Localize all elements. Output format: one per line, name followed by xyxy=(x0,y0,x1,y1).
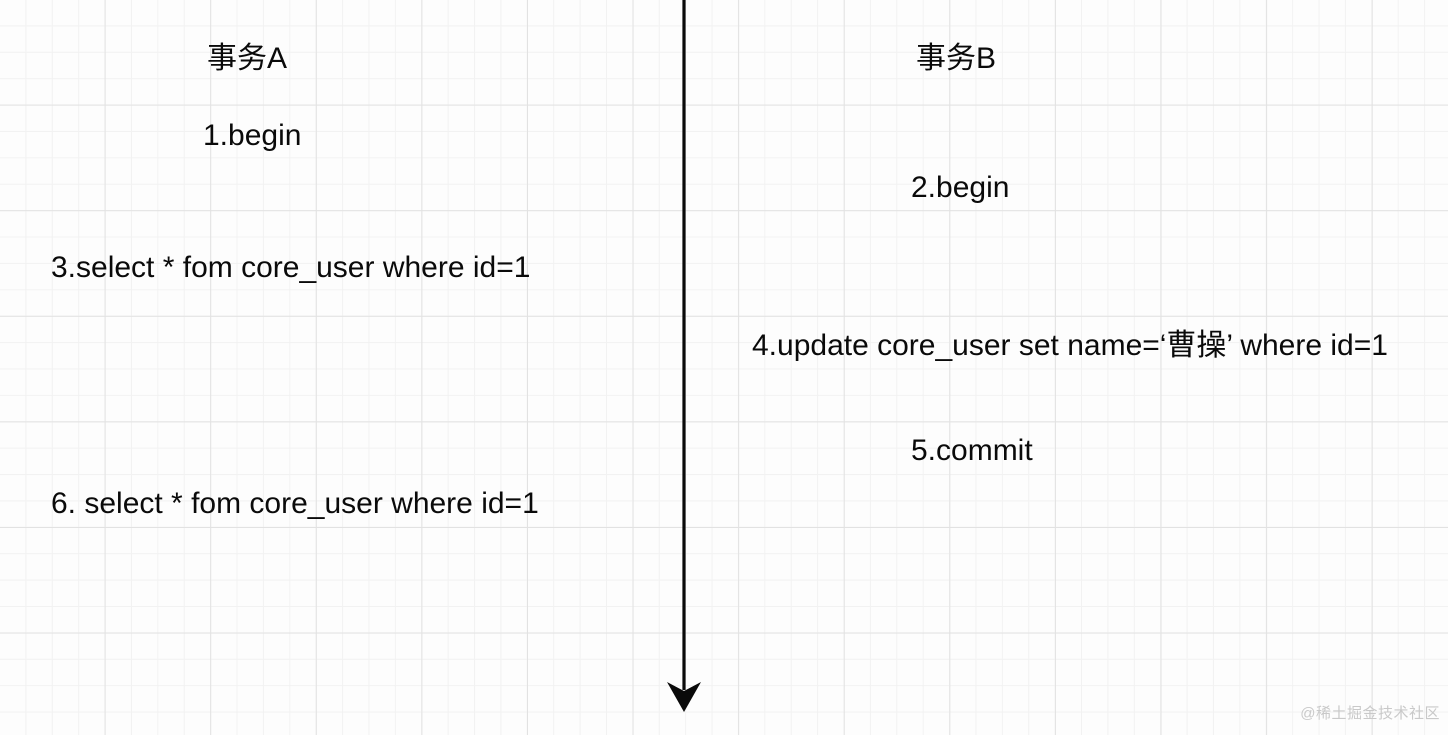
step-6-select-a: 6. select * fom core_user where id=1 xyxy=(51,487,539,520)
watermark: @稀土掘金技术社区 xyxy=(1300,705,1440,722)
step-5-commit-b: 5.commit xyxy=(911,434,1033,467)
step-4-update-b: 4.update core_user set name=‘曹操’ where i… xyxy=(752,329,1388,362)
step-2-begin-b: 2.begin xyxy=(911,171,1010,204)
step-3-select-a: 3.select * fom core_user where id=1 xyxy=(51,251,531,284)
column-title-a: 事务A xyxy=(207,42,288,75)
timeline-arrowhead-icon xyxy=(667,682,701,712)
column-title-b: 事务B xyxy=(916,42,997,75)
step-1-begin-a: 1.begin xyxy=(203,119,302,152)
